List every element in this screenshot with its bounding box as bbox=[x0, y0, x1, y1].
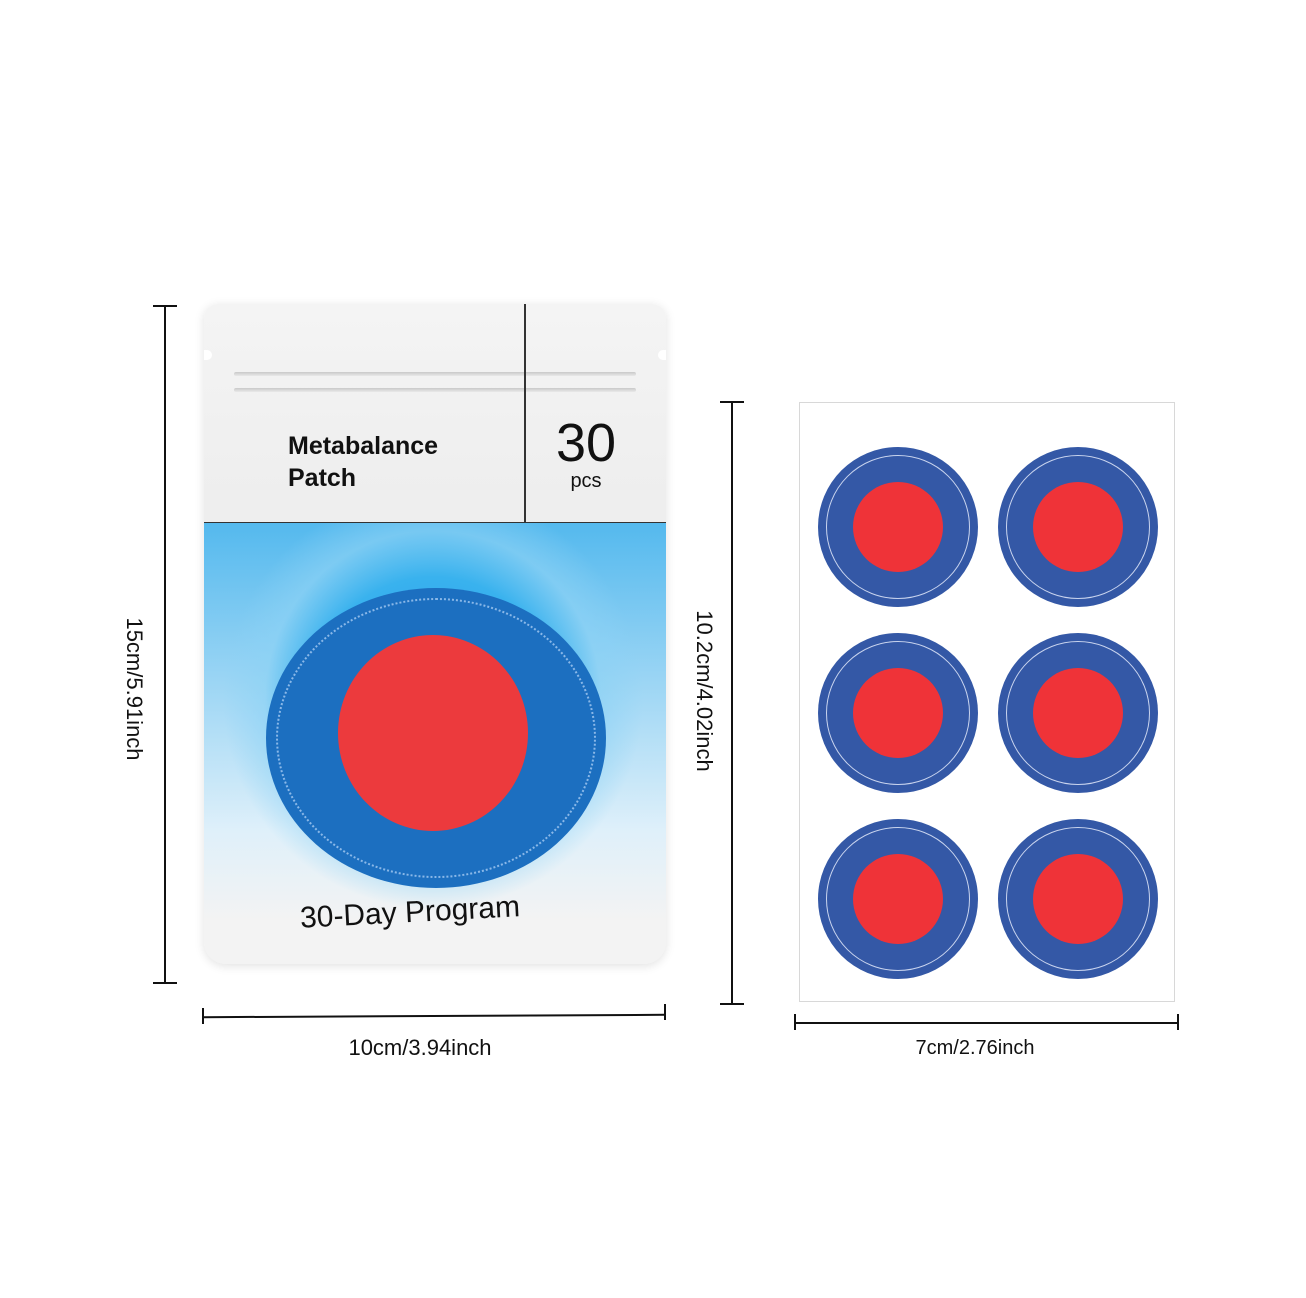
patch-ring bbox=[1006, 641, 1150, 785]
sheet-width-label: 7cm/2.76inch bbox=[915, 1037, 1035, 1059]
pouch-label-area: Metabalance Patch 30 pcs bbox=[204, 304, 666, 523]
product-name-line1: Metabalance bbox=[288, 432, 439, 460]
sheet-height-label: 10.2cm/4.02inch bbox=[692, 610, 717, 772]
patch-red-dot bbox=[1033, 482, 1123, 572]
zipper-line-top bbox=[234, 372, 636, 376]
sheet-height-cap-bottom bbox=[720, 1003, 744, 1005]
sheet-width-cap-right bbox=[1177, 1014, 1179, 1030]
pouch-width-cap-right bbox=[664, 1004, 666, 1020]
patch-ring bbox=[826, 455, 970, 599]
patch-red-dot bbox=[1033, 668, 1123, 758]
pouch-patch-graphic bbox=[266, 588, 606, 888]
patch-1 bbox=[818, 447, 978, 607]
patch-ring bbox=[1006, 455, 1150, 599]
zipper-line-bottom bbox=[234, 388, 636, 392]
label-divider bbox=[524, 304, 526, 522]
pack-count-unit: pcs bbox=[570, 470, 602, 492]
sheet-height-line bbox=[731, 402, 733, 1005]
patch-ring bbox=[1006, 827, 1150, 971]
patch-ring bbox=[826, 827, 970, 971]
patch-red-dot bbox=[853, 668, 943, 758]
patch-2 bbox=[998, 447, 1158, 607]
product-name-line2: Patch bbox=[288, 464, 357, 492]
patch-dotted-ring bbox=[276, 598, 596, 878]
product-name: Metabalance Patch bbox=[288, 430, 438, 494]
pouch-height-line bbox=[164, 306, 166, 984]
patch-5 bbox=[818, 819, 978, 979]
patch-red-core bbox=[338, 635, 528, 831]
patch-red-dot bbox=[1033, 854, 1123, 944]
pouch-width-line bbox=[201, 1013, 667, 1019]
patch-4 bbox=[998, 633, 1158, 793]
pack-count: 30 bbox=[555, 413, 617, 473]
patch-sheet bbox=[799, 402, 1175, 1002]
sheet-width-line bbox=[795, 1022, 1179, 1024]
patch-6 bbox=[998, 819, 1158, 979]
tear-notch-left bbox=[204, 350, 212, 360]
pouch-height-label: 15cm/5.91inch bbox=[122, 617, 147, 761]
patch-red-dot bbox=[853, 482, 943, 572]
patch-3 bbox=[818, 633, 978, 793]
pouch-width-label: 10cm/3.94inch bbox=[348, 1035, 492, 1060]
patch-pouch: Metabalance Patch 30 pcs 30-Day Program bbox=[204, 304, 666, 964]
patch-red-dot bbox=[853, 854, 943, 944]
patch-ring bbox=[826, 641, 970, 785]
pouch-height-cap-bottom bbox=[153, 982, 177, 984]
tear-notch-right bbox=[658, 350, 666, 360]
